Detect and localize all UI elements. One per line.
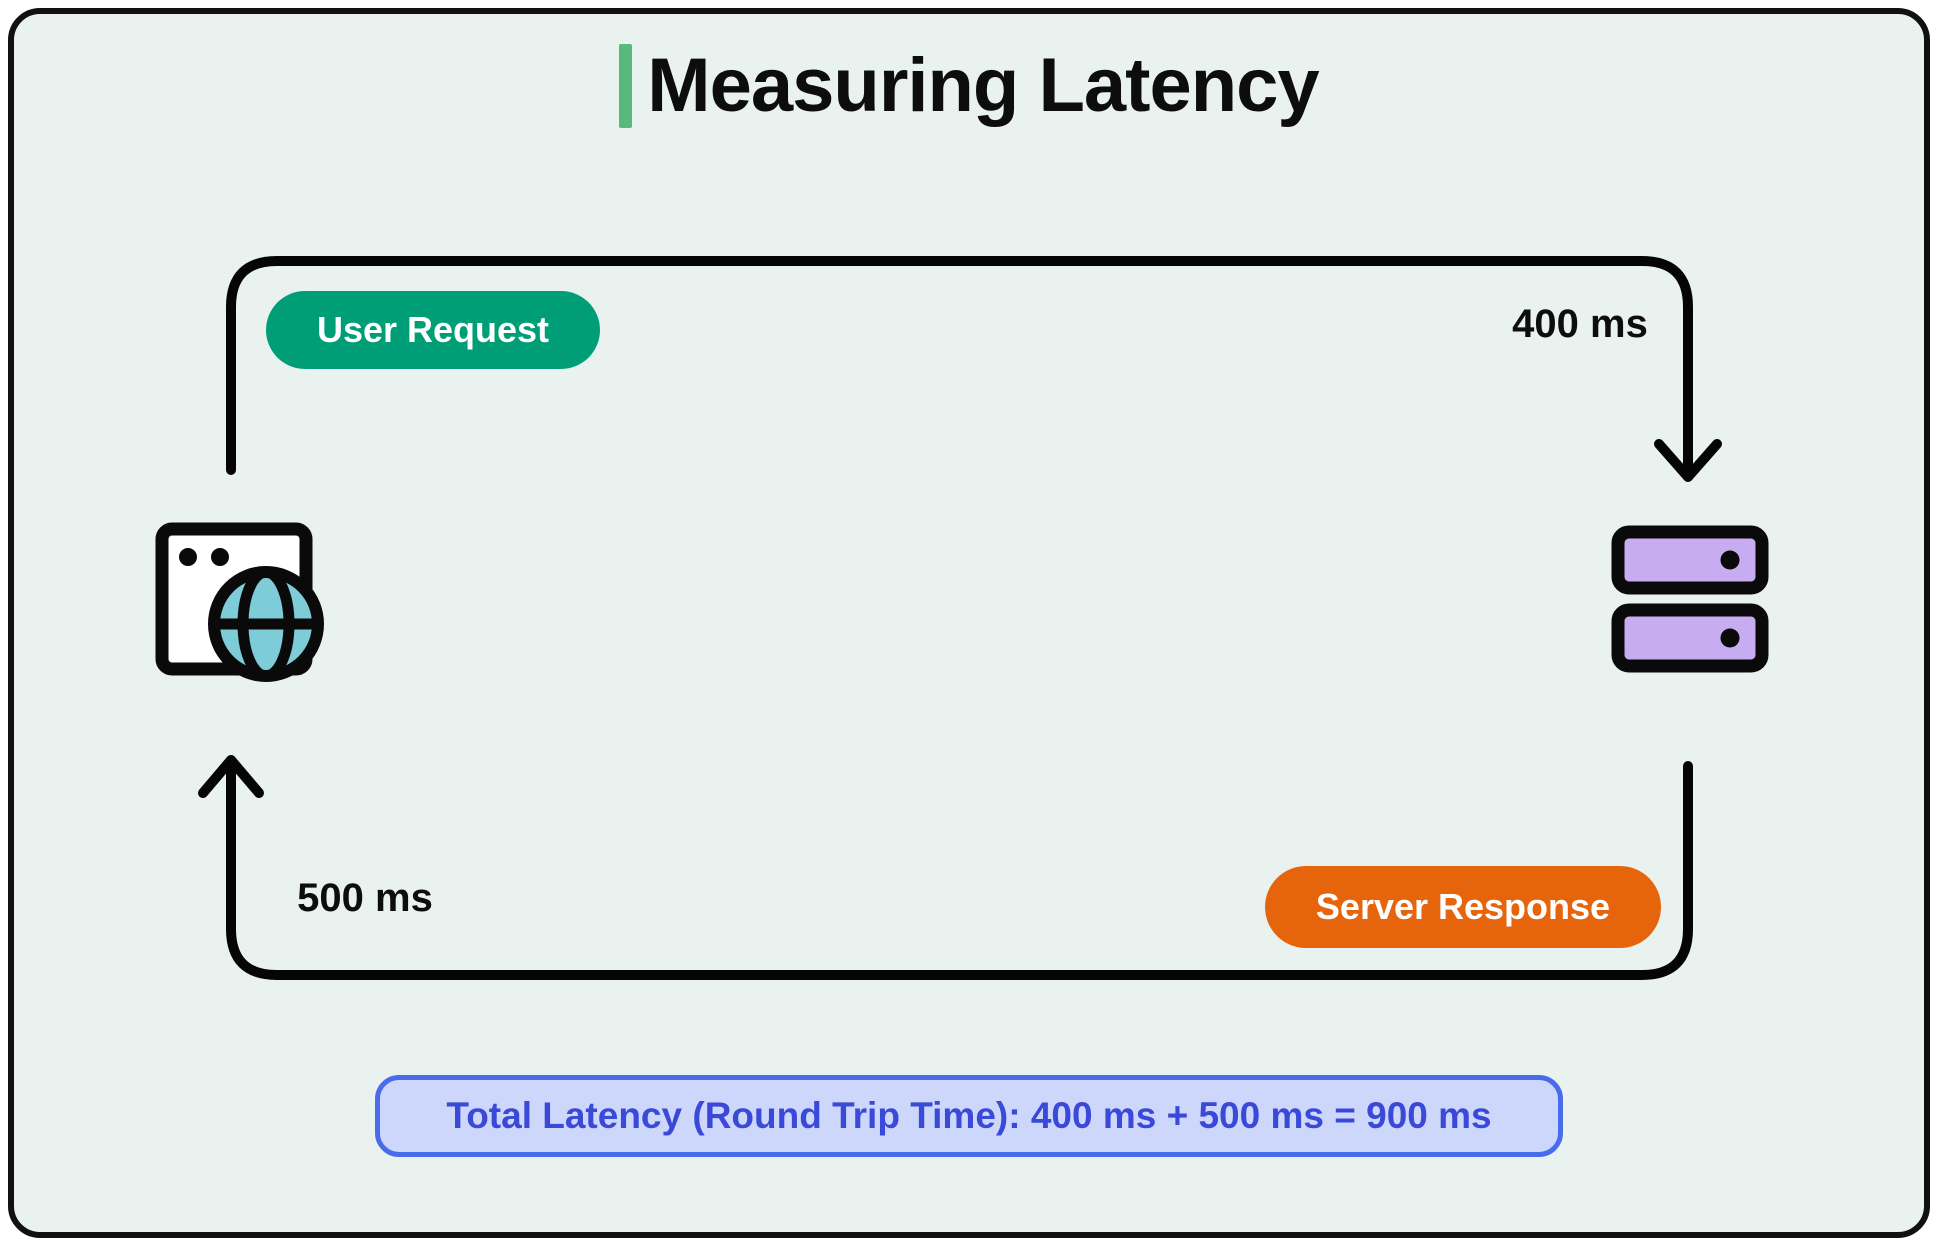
arrow-down-icon	[1654, 439, 1722, 482]
response-path	[198, 755, 1693, 980]
request-path	[226, 256, 1722, 482]
header: Measuring Latency	[0, 40, 1938, 132]
user-request-badge: User Request	[266, 291, 600, 369]
request-latency-label: 400 ms	[1512, 302, 1648, 346]
total-latency-badge: Total Latency (Round Trip Time): 400 ms …	[375, 1075, 1563, 1157]
title-accent-bar	[619, 44, 633, 128]
server-stack-icon	[1611, 525, 1769, 673]
infographic-card	[8, 8, 1930, 1238]
page-title: Measuring Latency	[647, 43, 1319, 128]
arrow-up-icon	[198, 755, 264, 798]
response-latency-label: 500 ms	[297, 876, 433, 920]
server-response-badge: Server Response	[1265, 866, 1661, 948]
browser-globe-icon	[155, 522, 324, 682]
